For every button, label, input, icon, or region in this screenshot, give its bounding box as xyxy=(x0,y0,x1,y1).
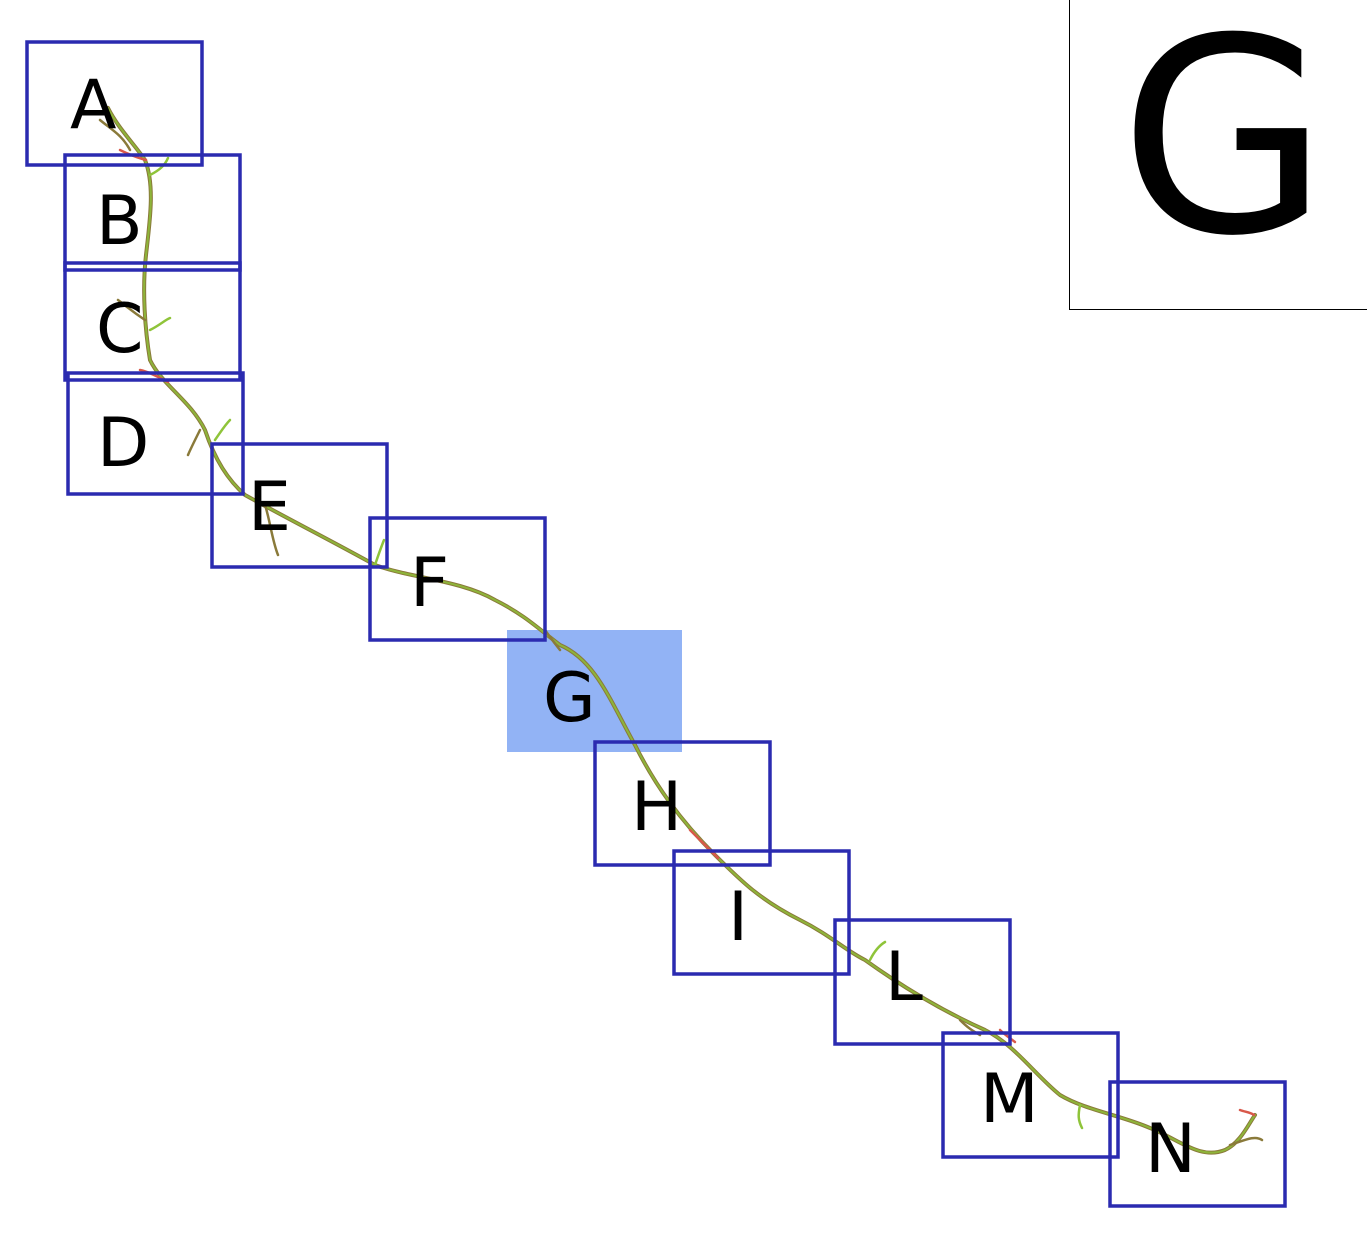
segment-label-b: B xyxy=(96,182,143,261)
segment-box-d[interactable] xyxy=(66,371,245,496)
zoom-panel: G xyxy=(1069,0,1367,310)
root-branch xyxy=(1077,1103,1084,1130)
root-highlight-trace xyxy=(107,107,1256,1154)
root-branch xyxy=(213,418,232,442)
zoom-panel-label: G xyxy=(1119,0,1329,295)
segment-label-m: M xyxy=(980,1060,1039,1139)
root-branch xyxy=(148,156,170,177)
root-branch xyxy=(98,118,132,152)
segment-box-c[interactable] xyxy=(63,261,242,382)
segment-label-i: I xyxy=(728,878,748,957)
segment-box-f[interactable] xyxy=(368,516,547,642)
root-branch xyxy=(186,428,202,457)
root-branch xyxy=(116,298,147,322)
root-branch xyxy=(148,316,172,332)
root-branch xyxy=(868,940,887,962)
segment-box-i[interactable] xyxy=(672,849,851,976)
segment-label-l: L xyxy=(885,938,923,1017)
root-trace xyxy=(98,106,1264,1155)
segment-box-n[interactable] xyxy=(1108,1080,1287,1208)
root-red-segment xyxy=(688,828,720,860)
root-red-segment xyxy=(1238,1108,1256,1117)
segment-label-d: D xyxy=(97,404,149,483)
segment-label-e: E xyxy=(248,468,291,547)
segment-box-e[interactable] xyxy=(210,442,389,569)
segment-label-n: N xyxy=(1145,1110,1196,1189)
segment-box-m[interactable] xyxy=(941,1031,1120,1159)
root-branch xyxy=(1228,1136,1264,1147)
segment-box-h[interactable] xyxy=(593,740,772,867)
root-branch xyxy=(263,503,280,557)
segment-label-g: G xyxy=(543,659,596,738)
segment-label-h: H xyxy=(631,768,682,847)
root-branch xyxy=(373,538,386,567)
segment-label-c: C xyxy=(96,290,143,369)
segment-boxes xyxy=(25,40,1287,1208)
segment-label-a: A xyxy=(70,66,117,145)
segment-label-f: F xyxy=(410,544,449,623)
root-red-segment xyxy=(998,1028,1017,1044)
segment-box-g[interactable] xyxy=(507,630,682,752)
segment-box-b[interactable] xyxy=(63,153,242,272)
segment-box-l[interactable] xyxy=(833,918,1012,1046)
segment-box-a[interactable] xyxy=(25,40,204,167)
